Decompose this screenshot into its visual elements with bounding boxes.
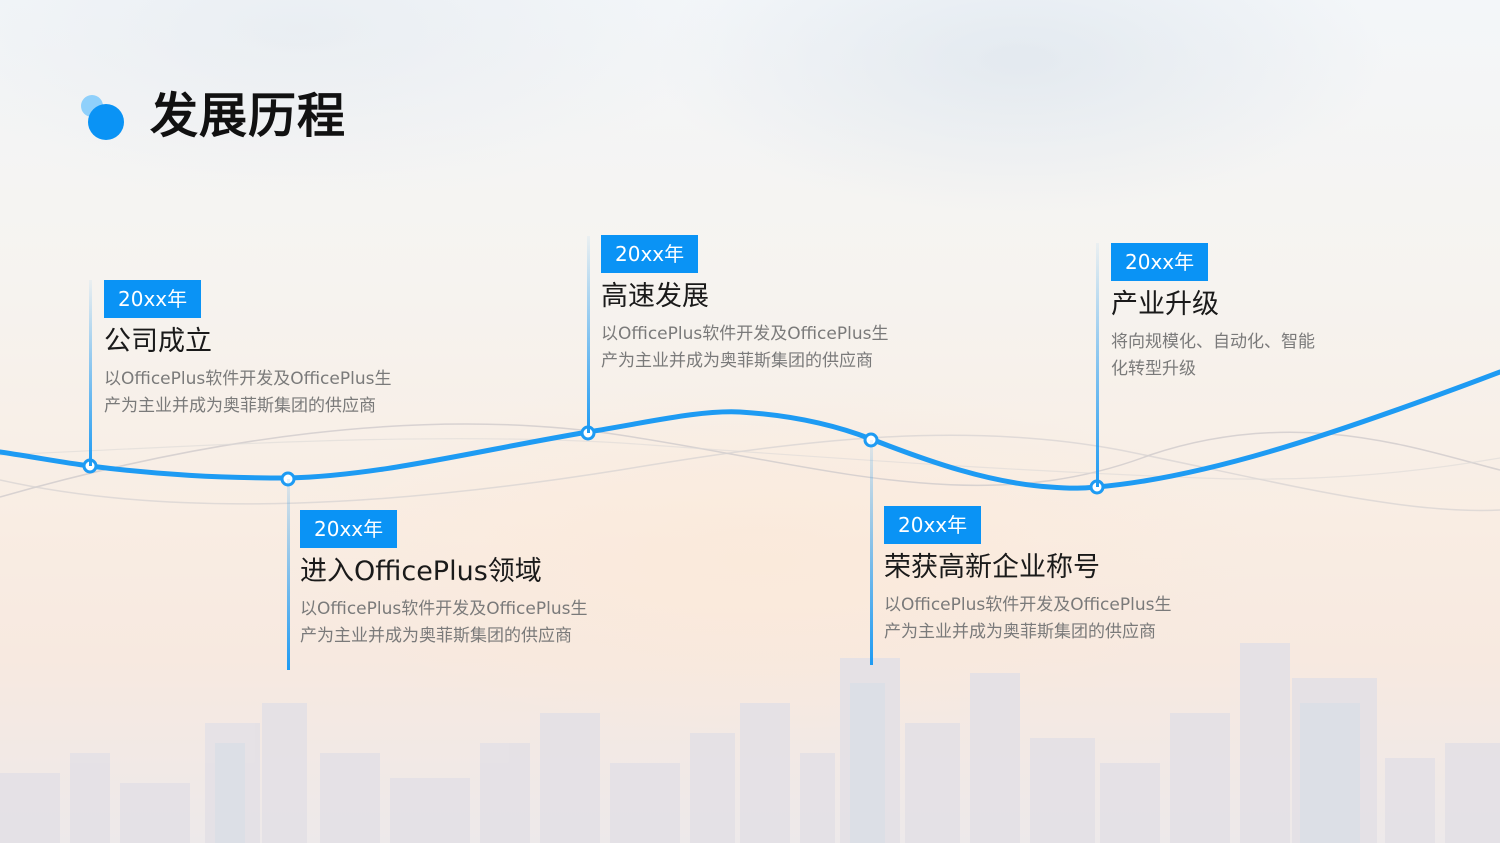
connector-line-4: [870, 440, 873, 665]
connector-line-5: [1096, 243, 1099, 487]
timeline-main-curve: [0, 369, 1500, 491]
year-badge: 20xx年: [300, 510, 398, 548]
background-wave-2: [0, 434, 1500, 512]
milestone-title: 公司成立: [104, 326, 212, 357]
milestone-description: 以OfficePlus软件开发及OfficePlus生 产为主业并成为奥菲斯集团…: [300, 596, 587, 650]
milestone-5: 20xx年 产业升级 将向规模化、自动化、智能 化转型升级: [1111, 243, 1315, 383]
background-wave-1: [0, 423, 1500, 498]
milestone-4: 20xx年 荣获高新企业称号 以OfficePlus软件开发及OfficePlu…: [884, 506, 1171, 646]
milestone-title: 高速发展: [601, 281, 709, 312]
milestone-description: 以OfficePlus软件开发及OfficePlus生 产为主业并成为奥菲斯集团…: [601, 321, 888, 375]
connector-line-3: [587, 236, 590, 433]
description-line-1: 以OfficePlus软件开发及OfficePlus生: [104, 369, 392, 389]
milestone-description: 以OfficePlus软件开发及OfficePlus生 产为主业并成为奥菲斯集团…: [104, 366, 391, 420]
milestone-3: 20xx年 高速发展 以OfficePlus软件开发及OfficePlus生 产…: [601, 235, 888, 375]
milestone-1: 20xx年 公司成立 以OfficePlus软件开发及OfficePlus生 产…: [104, 280, 391, 420]
milestone-description: 以OfficePlus软件开发及OfficePlus生 产为主业并成为奥菲斯集团…: [884, 592, 1171, 646]
description-line-2: 产为主业并成为奥菲斯集团的供应商: [884, 622, 1156, 642]
milestone-title: 进入OfficePlus领域: [300, 556, 542, 587]
year-badge: 20xx年: [601, 235, 699, 273]
description-line-1: 以OfficePlus软件开发及OfficePlus生: [884, 595, 1172, 615]
description-line-2: 产为主业并成为奥菲斯集团的供应商: [104, 396, 376, 416]
description-line-1: 将向规模化、自动化、智能: [1111, 332, 1315, 352]
page-title: 发展历程: [150, 88, 347, 144]
description-line-2: 产为主业并成为奥菲斯集团的供应商: [300, 626, 572, 646]
description-line-1: 以OfficePlus软件开发及OfficePlus生: [300, 599, 588, 619]
description-line-2: 化转型升级: [1111, 359, 1196, 379]
connector-line-2: [287, 479, 290, 670]
title-decoration-dot-large: [88, 104, 124, 140]
milestone-title: 产业升级: [1111, 289, 1219, 320]
city-skyline-background: [0, 643, 1500, 843]
background-wave-3: [0, 438, 1500, 480]
milestone-description: 将向规模化、自动化、智能 化转型升级: [1111, 329, 1315, 383]
year-badge: 20xx年: [1111, 243, 1209, 281]
milestone-title: 荣获高新企业称号: [884, 552, 1100, 583]
year-badge: 20xx年: [884, 506, 982, 544]
year-badge: 20xx年: [104, 280, 202, 318]
milestone-2: 20xx年 进入OfficePlus领域 以OfficePlus软件开发及Off…: [300, 510, 587, 650]
description-line-2: 产为主业并成为奥菲斯集团的供应商: [601, 351, 873, 371]
connector-line-1: [89, 280, 92, 466]
description-line-1: 以OfficePlus软件开发及OfficePlus生: [601, 324, 889, 344]
